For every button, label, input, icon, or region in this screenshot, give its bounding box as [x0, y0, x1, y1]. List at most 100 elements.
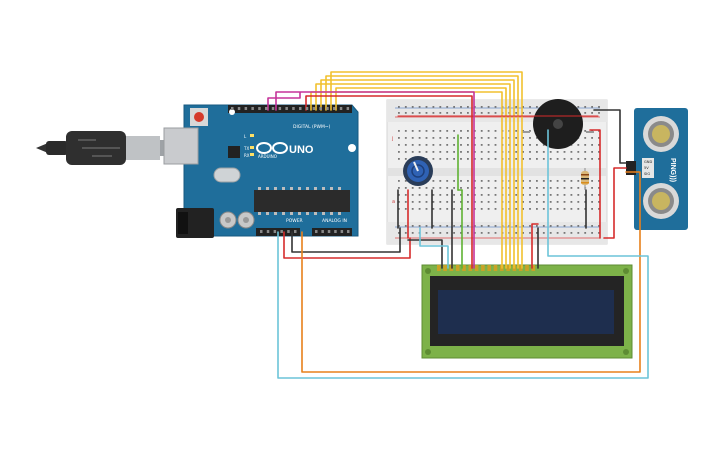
breadboard-hole	[398, 225, 400, 227]
breadboard-hole	[536, 106, 538, 108]
breadboard-hole	[536, 180, 538, 182]
breadboard-hole	[487, 158, 490, 160]
lcd-pin	[443, 265, 447, 271]
breadboard-hole	[487, 194, 490, 196]
header-pin	[333, 107, 336, 110]
breadboard-hole	[536, 187, 538, 189]
breadboard-hole	[542, 187, 545, 189]
breadboard-hole	[425, 232, 428, 234]
piezo-buzzer	[522, 99, 594, 149]
lcd-pin	[455, 265, 460, 271]
wire-yellow-1	[315, 83, 511, 269]
breadboard-hole	[453, 130, 455, 132]
breadboard-hole	[515, 201, 518, 203]
breadboard-hole	[529, 106, 531, 108]
breadboard-hole	[577, 187, 580, 189]
breadboard-hole	[598, 151, 600, 153]
arduino-model-label: UNO	[289, 144, 314, 156]
breadboard-hole	[439, 144, 442, 146]
breadboard-hole	[494, 137, 497, 139]
breadboard-hole	[411, 201, 414, 203]
lcd-pin	[531, 265, 536, 271]
breadboard-hole	[529, 144, 531, 146]
breadboard-hole	[522, 194, 524, 196]
breadboard-hole	[425, 187, 428, 189]
breadboard-hole	[460, 151, 462, 153]
breadboard-hole	[549, 194, 552, 196]
breadboard-hole	[563, 208, 566, 210]
breadboard-hole	[404, 232, 407, 234]
breadboard-hole	[425, 144, 428, 146]
breadboard-hole	[584, 151, 587, 153]
header-pin	[285, 107, 288, 110]
breadboard-hole	[529, 194, 531, 196]
breadboard-hole	[446, 144, 449, 146]
breadboard-hole	[411, 112, 414, 114]
breadboard-hole	[542, 144, 545, 146]
breadboard-hole	[515, 137, 518, 139]
breadboard-hole	[467, 158, 469, 160]
breadboard-hole	[549, 232, 552, 234]
breadboard-hole	[522, 151, 524, 153]
breadboard-hole	[411, 130, 414, 132]
header-pin	[294, 230, 297, 233]
row-letter-a: a	[392, 199, 395, 205]
breadboard-hole	[563, 225, 566, 227]
sensor-ping-label: PING)))	[669, 158, 676, 182]
breadboard-hole	[591, 151, 593, 153]
breadboard-hole	[494, 208, 497, 210]
breadboard-hole	[439, 187, 442, 189]
breadboard-hole	[432, 194, 435, 196]
breadboard-hole	[563, 180, 566, 182]
breadboard-hole	[584, 225, 587, 227]
header-pin	[260, 230, 263, 233]
breadboard-hole	[563, 194, 566, 196]
breadboard-hole	[432, 112, 435, 114]
breadboard-hole	[432, 232, 435, 234]
breadboard-hole	[522, 232, 524, 234]
breadboard-hole	[556, 201, 559, 203]
breadboard-hole	[487, 112, 490, 114]
wire-yellow-3	[325, 75, 519, 269]
header-pin	[305, 107, 309, 110]
breadboard-hole	[439, 137, 442, 139]
wire-black-6	[593, 109, 627, 164]
wire-black-gnd	[291, 227, 401, 253]
breadboard-hole	[577, 151, 580, 153]
breadboard-hole	[432, 158, 435, 160]
breadboard-hole	[432, 130, 435, 132]
breadboard-hole	[515, 144, 518, 146]
breadboard-hole	[467, 144, 469, 146]
breadboard-hole	[494, 225, 497, 227]
breadboard-hole	[556, 194, 559, 196]
breadboard-hole	[591, 158, 593, 160]
breadboard-hole	[529, 208, 531, 210]
breadboard-hole	[584, 194, 587, 196]
breadboard-hole	[432, 151, 435, 153]
breadboard-hole	[556, 232, 559, 234]
breadboard-hole	[542, 194, 545, 196]
breadboard-hole	[584, 112, 587, 114]
breadboard-hole	[542, 158, 545, 160]
breadboard-hole	[480, 180, 483, 182]
header-pin	[321, 230, 324, 233]
breadboard-hole	[591, 232, 593, 234]
breadboard-hole	[556, 151, 559, 153]
led-label-rx: RX	[244, 153, 250, 158]
breadboard-hole	[398, 144, 400, 146]
breadboard-hole	[584, 144, 587, 146]
breadboard-hole	[432, 208, 435, 210]
wires	[267, 71, 649, 379]
breadboard-hole	[598, 158, 600, 160]
breadboard-hole	[480, 144, 483, 146]
breadboard-hole	[536, 144, 538, 146]
breadboard-hole	[460, 106, 462, 108]
breadboard-hole	[398, 232, 400, 234]
breadboard-hole	[467, 151, 469, 153]
breadboard-hole	[418, 112, 421, 114]
breadboard-hole	[598, 201, 600, 203]
breadboard-hole	[418, 194, 421, 196]
breadboard-hole	[522, 144, 524, 146]
wire-orange	[301, 171, 641, 373]
